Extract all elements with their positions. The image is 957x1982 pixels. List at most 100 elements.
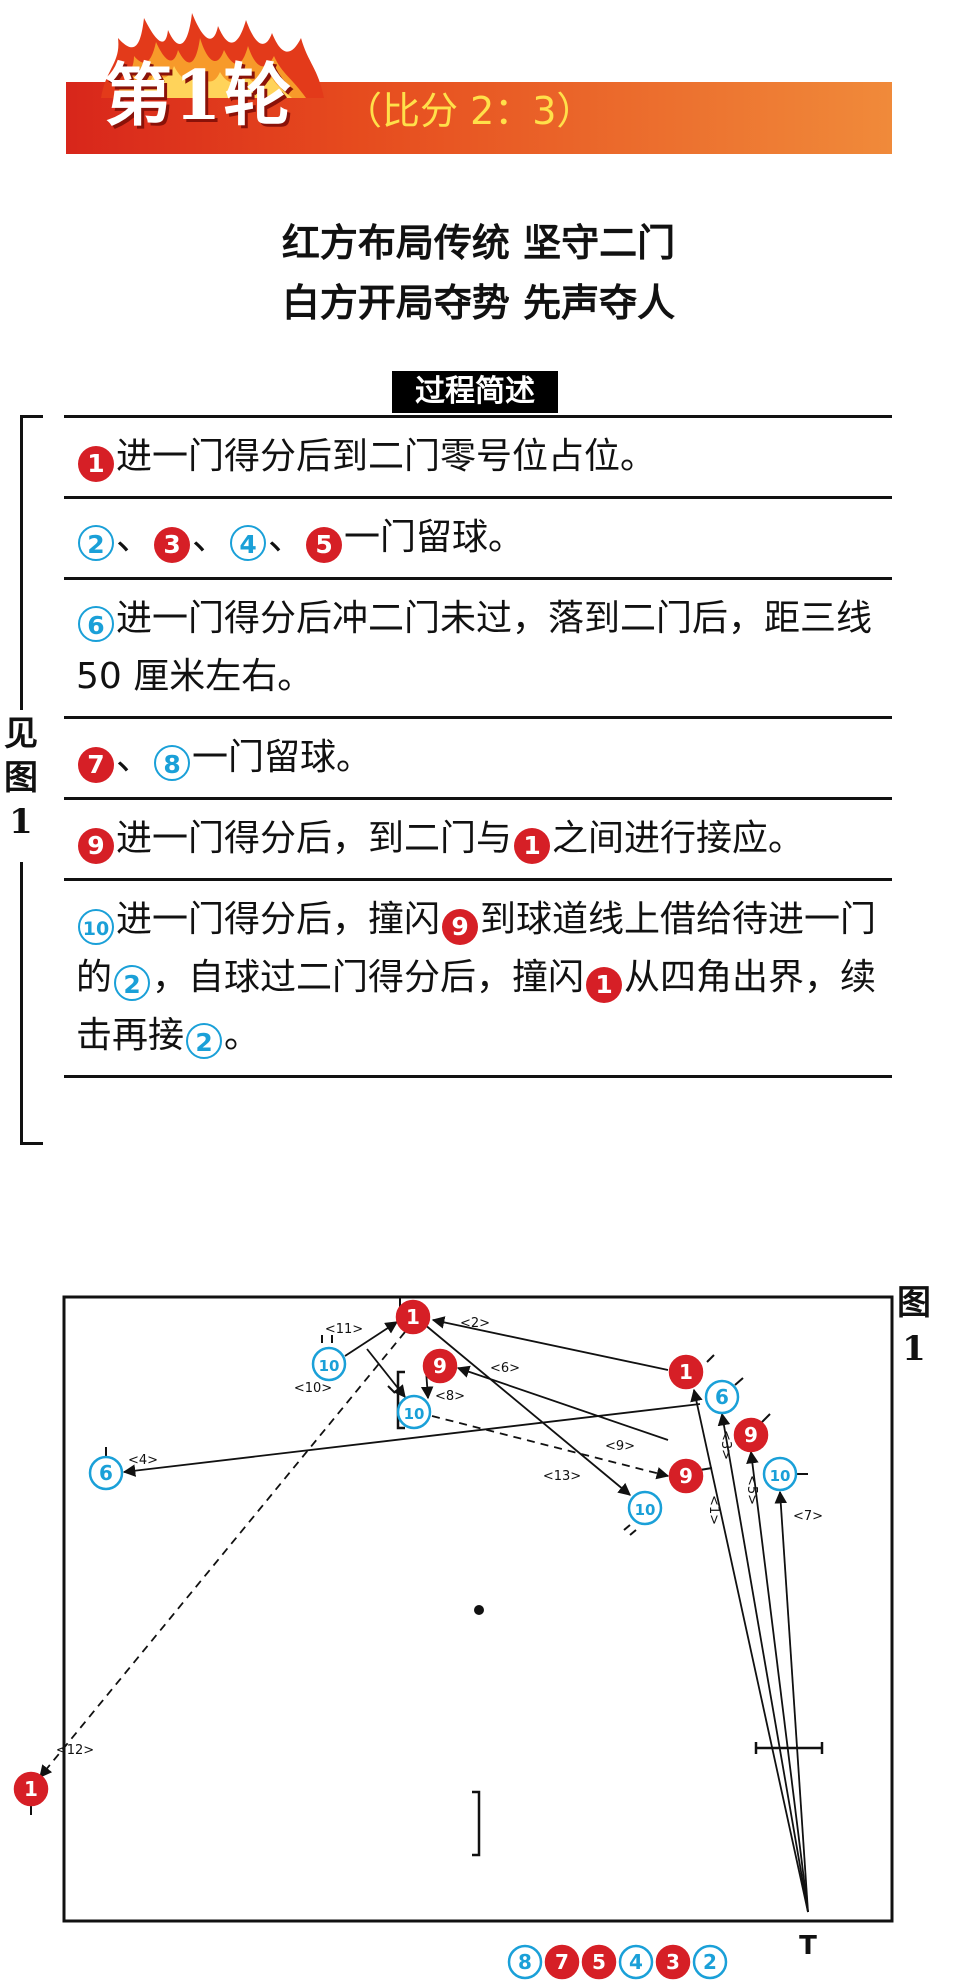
gate-1 <box>754 1742 824 1754</box>
step-text: ，自球过二门得分后，撞闪 <box>152 957 585 998</box>
ball-badge-6: 6 <box>78 606 114 642</box>
ball-badge-9: 9 <box>78 828 114 864</box>
route-line <box>431 1415 670 1480</box>
route-label: <5> <box>744 1475 759 1505</box>
route-label: <8> <box>435 1389 465 1404</box>
center-stake <box>474 1605 484 1615</box>
route-label: <1> <box>706 1495 721 1525</box>
route-line <box>774 1490 809 1913</box>
route-line <box>690 1388 809 1913</box>
ball-number: 10 <box>404 1405 425 1423</box>
subtitle-line-2: 白方开局夺势 先声夺人 <box>281 281 676 325</box>
waiting-ball-2: 2 <box>692 1944 728 1980</box>
route-line <box>366 1348 406 1398</box>
route-line <box>39 1331 406 1778</box>
tee-label: T <box>799 1931 817 1961</box>
ball-circle <box>544 1944 580 1980</box>
route-line <box>423 1323 631 1496</box>
route-9: <9> <box>431 1415 670 1480</box>
ball-number: 7 <box>555 1950 569 1974</box>
step-text: 进一门得分后到二门零号位占位。 <box>116 436 657 477</box>
ball-badge-2: 2 <box>78 525 114 561</box>
ball-badge-1: 1 <box>586 967 623 1003</box>
ball-badge-10: 10 <box>78 909 114 945</box>
ball-circle <box>88 1455 124 1491</box>
step-text: 、 <box>268 517 305 558</box>
ball-tick <box>734 1377 744 1386</box>
ball-number: 8 <box>518 1950 532 1974</box>
ball-circle <box>311 1346 347 1382</box>
ball-badge-3: 3 <box>154 527 191 563</box>
ball-badge-8: 8 <box>154 745 191 781</box>
ball-circle <box>395 1299 431 1335</box>
ball-red-9: 9 <box>733 1413 771 1453</box>
round-title: 第1轮 <box>104 56 294 136</box>
step-text: 。 <box>224 1015 261 1056</box>
ball-tick <box>706 1354 715 1363</box>
court-boundary <box>62 1295 894 1923</box>
ball-badge-5: 5 <box>306 527 343 563</box>
ball-blue-10: 10 <box>311 1335 347 1382</box>
gate-3 <box>472 1790 481 1857</box>
ball-number: 1 <box>24 1777 38 1801</box>
ball-circle <box>396 1394 432 1430</box>
route-12: <12> <box>39 1331 406 1778</box>
ball-circle <box>704 1379 740 1415</box>
ball-badge-2: 2 <box>186 1023 223 1059</box>
step-text: 进一门得分后，撞闪 <box>116 899 441 940</box>
ball-circle <box>13 1771 49 1807</box>
ball-circle <box>733 1417 769 1453</box>
route-3: <3> <box>717 1412 809 1913</box>
ball-badge-1: 1 <box>514 828 551 864</box>
bracket-bottom <box>20 862 43 1145</box>
figure-label-char: 1 <box>902 1329 926 1369</box>
route-label: <4> <box>128 1453 158 1468</box>
step-text: 从四角出界，续击再接 <box>76 957 877 1056</box>
route-6: <6> <box>456 1361 669 1441</box>
step-text: 、 <box>192 517 229 558</box>
waiting-ball-3: 3 <box>655 1944 691 1980</box>
step-text: 进一门得分后，到二门与 <box>116 818 513 859</box>
ball-circle <box>422 1348 458 1384</box>
ball-badge-7: 7 <box>78 747 114 783</box>
ball-badge-4: 4 <box>230 525 267 561</box>
route-13: <13> <box>423 1323 631 1496</box>
waiting-ball-8: 8 <box>507 1944 543 1980</box>
route-10: <10> <box>294 1348 406 1398</box>
ball-number: 3 <box>666 1950 680 1974</box>
ball-circle <box>627 1490 663 1526</box>
step-text: 一门留球。 <box>344 517 525 558</box>
route-5: <5> <box>744 1450 809 1913</box>
ball-tick <box>387 1385 396 1394</box>
route-label: <13> <box>543 1469 581 1484</box>
route-4: <4> <box>122 1403 701 1477</box>
figure-label-char: 图 <box>897 1283 931 1323</box>
route-label: <3> <box>718 1430 733 1460</box>
ball-number: 10 <box>770 1467 791 1485</box>
ball-circle <box>762 1456 798 1492</box>
ball-number: 1 <box>406 1305 420 1329</box>
ball-number: 1 <box>679 1360 693 1384</box>
ball-circle <box>655 1944 691 1980</box>
waiting-ball-7: 7 <box>544 1944 580 1980</box>
ball-number: 4 <box>629 1950 643 1974</box>
ball-number: 6 <box>99 1461 113 1485</box>
figure-label: 图 1 <box>894 1280 934 1372</box>
ball-circle <box>668 1458 704 1494</box>
route-label: <10> <box>294 1381 332 1396</box>
route-label: <11> <box>325 1322 363 1337</box>
subtitle-line-1: 红方布局传统 坚守二门 <box>281 221 676 265</box>
route-label: <9> <box>605 1439 635 1454</box>
route-line <box>746 1450 809 1913</box>
ball-tick <box>629 1529 637 1536</box>
route-line <box>344 1321 399 1357</box>
ball-circle <box>581 1944 617 1980</box>
ball-circle <box>507 1944 543 1980</box>
ball-circle <box>692 1944 728 1980</box>
